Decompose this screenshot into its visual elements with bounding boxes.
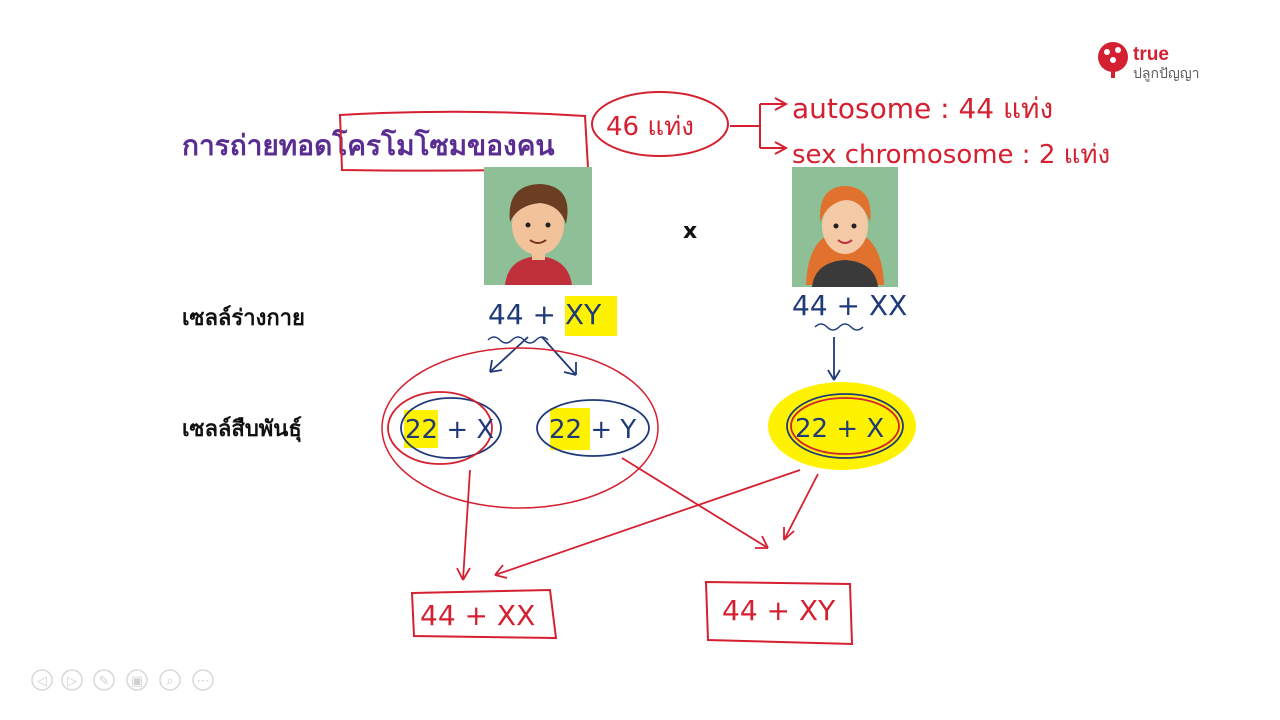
next-button[interactable]: ▷ [61, 669, 83, 691]
cross-symbol: x [683, 219, 697, 244]
arrow-x-to-xx [456, 469, 471, 581]
x-sperm-circle [400, 397, 502, 459]
more-icon: ⋯ [197, 674, 210, 689]
autosome-label: autosome : 44 แท่ง [792, 92, 1053, 125]
male-somatic-genotype: 44 + XY [488, 298, 602, 331]
female-somatic-genotype: 44 + XX [792, 289, 907, 322]
gamete-cell-label: เซลล์สืบพันธุ์ [182, 416, 302, 443]
more-button[interactable]: ⋯ [192, 669, 214, 691]
y-sperm-circle [536, 399, 650, 457]
pen-button[interactable]: ✎ [93, 669, 115, 691]
male-avatar [484, 167, 592, 285]
offspring-male-box [704, 580, 854, 646]
arrow-egg-to-xx [494, 469, 801, 579]
offspring-female: 44 + XX [420, 599, 535, 632]
male-gamete-x: 22 + X [405, 415, 494, 445]
arrow-y-to-xy [621, 457, 769, 549]
arrow-egg-to-xy [783, 473, 819, 541]
sex-chromosome-label: sex chromosome : 2 แท่ง [792, 140, 1110, 170]
egg-circle [786, 393, 904, 459]
zoom-icon: ⌕ [166, 674, 173, 689]
female-avatar [792, 167, 898, 287]
slides-icon: ▣ [131, 674, 143, 689]
male-gamete-y: 22 + Y [549, 415, 636, 445]
slides-button[interactable]: ▣ [126, 669, 148, 691]
male-somatic-underline [487, 336, 549, 344]
arrow-to-y-sperm [541, 336, 577, 376]
logo-sub: ปลูกปัญญา [1133, 66, 1200, 82]
previous-icon: ◁ [37, 674, 47, 689]
logo-brand: true [1133, 44, 1169, 65]
total-chromosome-circle [591, 91, 729, 157]
branch-arrowheads [774, 97, 789, 155]
presentation-controls: ◁ ▷ ✎ ▣ ⌕ ⋯ [31, 669, 214, 691]
previous-button[interactable]: ◁ [31, 669, 53, 691]
offspring-male: 44 + XY [722, 594, 836, 627]
zoom-button[interactable]: ⌕ [159, 669, 181, 691]
arrow-to-x-sperm [489, 336, 529, 373]
true-plookpanya-logo: true ปลูกปัญญา [1098, 42, 1200, 82]
branch-lines [730, 103, 785, 149]
x-sperm-highlight [404, 410, 438, 448]
next-icon: ▷ [67, 674, 77, 689]
xy-highlight [565, 296, 617, 336]
pen-icon: ✎ [99, 674, 110, 689]
offspring-female-box [410, 588, 558, 640]
arrow-to-egg [827, 337, 841, 381]
female-somatic-underline [814, 323, 864, 331]
total-chromosome-label: 46 แท่ง [606, 112, 694, 142]
page-title: การถ่ายทอดโครโมโซมของคน [182, 128, 555, 162]
male-gametes-group-circle [381, 347, 659, 509]
y-sperm-highlight [550, 408, 590, 450]
female-gamete: 22 + X [795, 414, 884, 444]
somatic-cell-label: เซลล์ร่างกาย [182, 305, 305, 331]
